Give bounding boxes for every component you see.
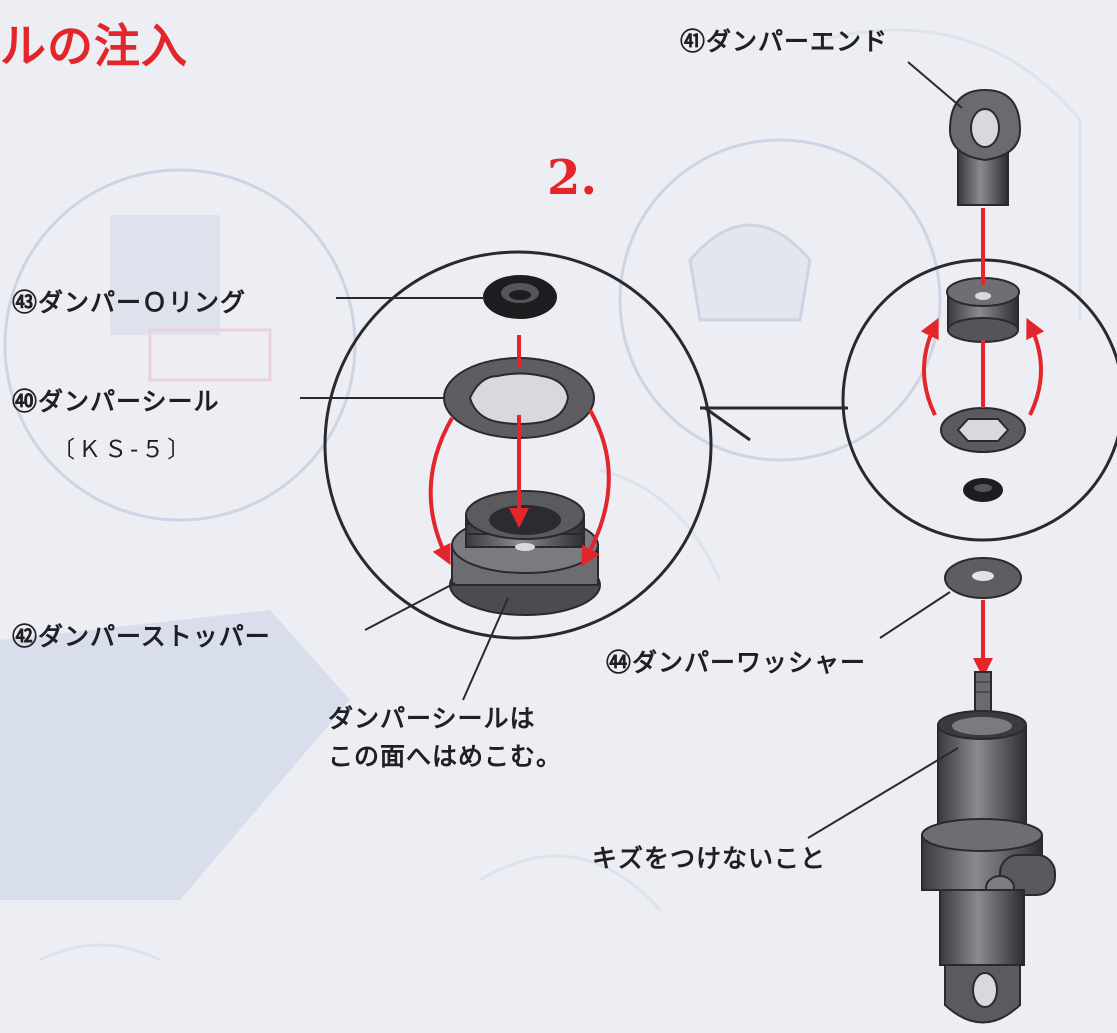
leader-lines: [300, 61, 963, 839]
right-seal-part: [940, 407, 1026, 453]
o-ring-part: [483, 275, 557, 319]
no-scratch-note: キズをつけないこと: [592, 844, 827, 873]
stopper-part: [449, 490, 601, 616]
washer-part: [944, 557, 1022, 599]
damper-seal-label: ㊵ダンパーシール: [12, 387, 220, 416]
insert-arrows-right: [920, 317, 1045, 416]
seal-fit-note: ダンパーシールは この面へはめこむ。: [328, 700, 562, 776]
right-stopper-part: [946, 277, 1020, 343]
damper-stopper-label: ㊷ダンパーストッパー: [12, 622, 271, 651]
seal-part: [443, 357, 595, 439]
page-title: ルの注入: [0, 19, 188, 73]
magnified-view-circle-left: [323, 250, 713, 640]
seal-fit-note-line2: この面へはめこむ。: [328, 742, 563, 771]
damper-o-ring-label: ㊸ダンパーＯリング: [12, 288, 247, 317]
damper-end-part: [948, 88, 1022, 206]
damper-end-label: ㊶ダンパーエンド: [680, 27, 889, 56]
damper-seal-code: 〔ＫＳ-５〕: [52, 437, 194, 463]
right-o-ring-part: [963, 478, 1003, 502]
damper-washer-label: ㊹ダンパーワッシャー: [606, 648, 867, 677]
step-number: 2.: [547, 150, 598, 206]
background-faded-illustration: [0, 28, 1082, 962]
insert-arrows-left: [428, 335, 611, 567]
damper-body-part: [921, 671, 1056, 1024]
seal-fit-note-line1: ダンパーシールは: [328, 704, 536, 733]
